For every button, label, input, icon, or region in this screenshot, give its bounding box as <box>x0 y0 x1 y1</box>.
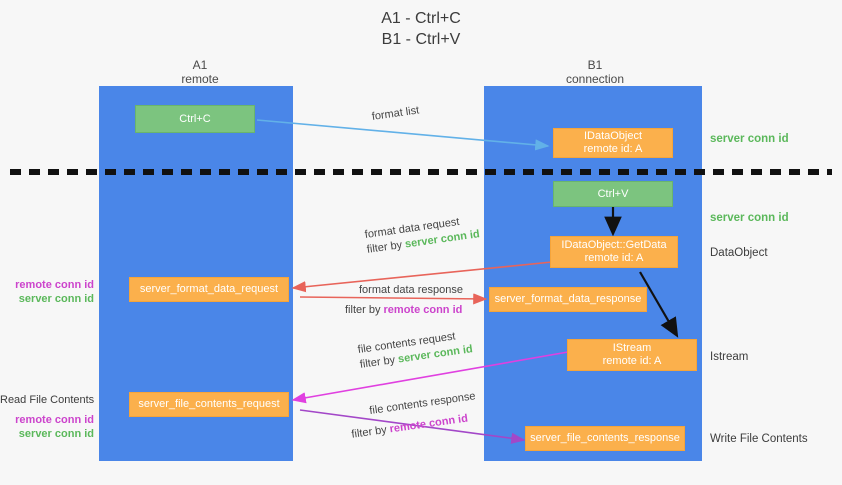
right-label-write-file-contents: Write File Contents <box>710 433 808 445</box>
box-ctrl-c[interactable]: Ctrl+C <box>135 105 255 133</box>
page-title: A1 - Ctrl+C B1 - Ctrl+V <box>0 8 842 50</box>
title-line-2: B1 - Ctrl+V <box>381 31 461 48</box>
left-label-server-conn-id-lower: server conn id <box>18 428 94 440</box>
box-istream-remote-id: remote id: A <box>602 355 662 367</box>
edge-label-format-data-response-filter: filter by remote conn id <box>345 304 463 316</box>
column-header-a1-name: A1 <box>192 58 208 72</box>
filter-value-remote-conn-id-2: remote conn id <box>388 412 469 436</box>
box-idataobject-getdata[interactable]: IDataObject::GetData remote id: A <box>550 236 678 268</box>
left-label-read-file-contents: Read File Contents <box>0 394 95 406</box>
left-label-remote-conn-id-lower: remote conn id <box>15 414 94 426</box>
box-idataobject-set[interactable]: IDataObject remote id: A <box>553 128 673 158</box>
box-server-format-data-response-label: server_format_data_response <box>494 293 642 305</box>
column-header-b1-sub: connection <box>565 72 625 86</box>
column-header-b1-name: B1 <box>587 58 603 72</box>
left-label-remote-conn-id-middle: remote conn id <box>15 279 94 291</box>
column-header-b1: B1 connection <box>530 58 660 86</box>
edge-label-format-data-response-text: format data response <box>359 284 463 296</box>
left-label-conn-ids-lower: remote conn id server conn id <box>0 413 94 441</box>
box-server-file-contents-response[interactable]: server_file_contents_response <box>525 426 685 451</box>
box-server-file-contents-request[interactable]: server_file_contents_request <box>129 392 289 417</box>
left-label-read-file-contents-group: Read File Contents <box>0 393 94 407</box>
right-label-dataobject: DataObject <box>710 247 768 259</box>
box-idataobject-set-label: IDataObject <box>583 130 643 142</box>
edge-label-file-contents-response: file contents response filter by remote … <box>351 389 479 440</box>
box-idataobject-set-remote-id: remote id: A <box>583 143 643 155</box>
box-ctrl-c-label: Ctrl+C <box>179 112 211 125</box>
left-label-conn-ids-middle: remote conn id server conn id <box>0 278 94 306</box>
column-header-a1: A1 remote <box>140 58 260 86</box>
box-ctrl-v[interactable]: Ctrl+V <box>553 181 673 207</box>
edge-label-format-list-text: format list <box>371 104 420 123</box>
box-server-format-data-request[interactable]: server_format_data_request <box>129 277 289 302</box>
box-idataobject-getdata-label: IDataObject::GetData <box>561 239 667 251</box>
box-istream[interactable]: IStream remote id: A <box>567 339 697 371</box>
box-server-file-contents-response-label: server_file_contents_response <box>530 432 680 444</box>
right-label-istream: Istream <box>710 351 749 363</box>
right-label-server-conn-id-top: server conn id <box>710 133 789 145</box>
box-idataobject-getdata-remote-id: remote id: A <box>584 252 644 264</box>
filter-value-remote-conn-id: remote conn id <box>383 304 463 316</box>
title-line-1: A1 - Ctrl+C <box>381 10 461 27</box>
edge-label-format-data-request: format data request filter by server con… <box>364 212 481 258</box>
edge-label-format-data-response: format data response filter by remote co… <box>345 283 463 318</box>
box-ctrl-v-label: Ctrl+V <box>597 187 629 200</box>
left-label-server-conn-id-middle: server conn id <box>18 293 94 305</box>
right-label-server-conn-id-second: server conn id <box>710 212 789 224</box>
column-header-a1-sub: remote <box>181 72 219 86</box>
box-server-format-data-request-label: server_format_data_request <box>139 283 279 295</box>
edge-label-format-list: format list <box>371 103 420 124</box>
box-istream-label: IStream <box>612 342 652 354</box>
box-server-format-data-response[interactable]: server_format_data_response <box>489 287 647 312</box>
edge-label-file-contents-request: file contents request filter by server c… <box>357 327 474 373</box>
box-server-file-contents-request-label: server_file_contents_request <box>138 398 280 410</box>
